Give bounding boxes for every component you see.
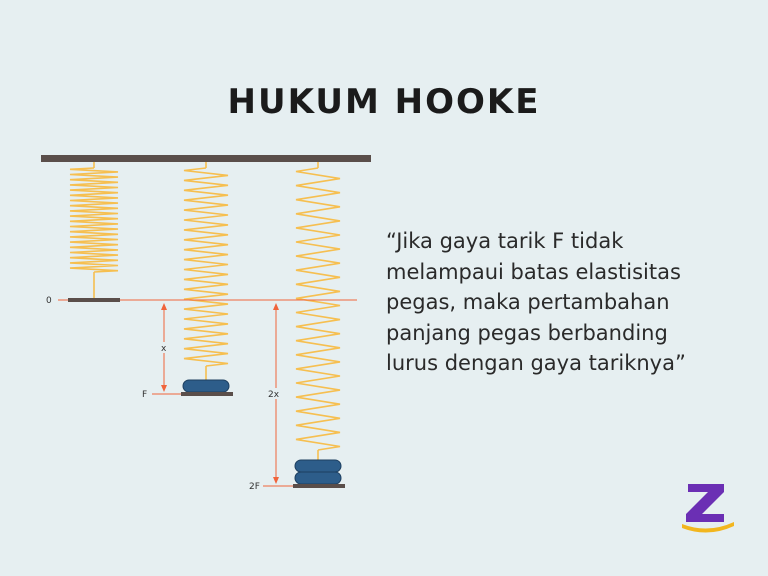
hooke-law-quote: “Jika gaya tarik F tidak melampaui batas… (386, 226, 746, 379)
label-zero: 0 (46, 296, 52, 306)
quote-line-3: pegas, maka pertambahan (386, 290, 670, 314)
page-title: HUKUM HOOKE (227, 82, 541, 122)
2x-arrow-head-bottom (273, 477, 279, 484)
spring-two-weights (295, 167, 341, 451)
label-x: x (161, 344, 167, 354)
plate-2f (293, 484, 345, 488)
spring-one-weight (183, 167, 229, 367)
label-2x: 2x (268, 390, 280, 400)
label-2f: 2F (249, 482, 260, 492)
2x-arrow-head-top (273, 303, 279, 310)
x-arrow-head-bottom (161, 385, 167, 392)
spring-unloaded (69, 167, 119, 273)
quote-line-5: lurus dengan gaya tariknya” (386, 351, 686, 375)
plate-f (181, 392, 233, 396)
weight-block (182, 379, 230, 393)
weight-block-bottom (294, 471, 342, 485)
weight-block-top (294, 459, 342, 473)
x-arrow-head-top (161, 303, 167, 310)
quote-line-2: melampaui batas elastisitas (386, 259, 681, 284)
unloaded-plate (68, 298, 120, 302)
quote-line-1: “Jika gaya tarik F tidak (386, 229, 624, 253)
label-f: F (142, 390, 147, 400)
quote-line-4: panjang pegas berbanding (386, 320, 668, 345)
letter-z-logo-icon (682, 484, 734, 533)
ceiling-bar (41, 155, 371, 162)
